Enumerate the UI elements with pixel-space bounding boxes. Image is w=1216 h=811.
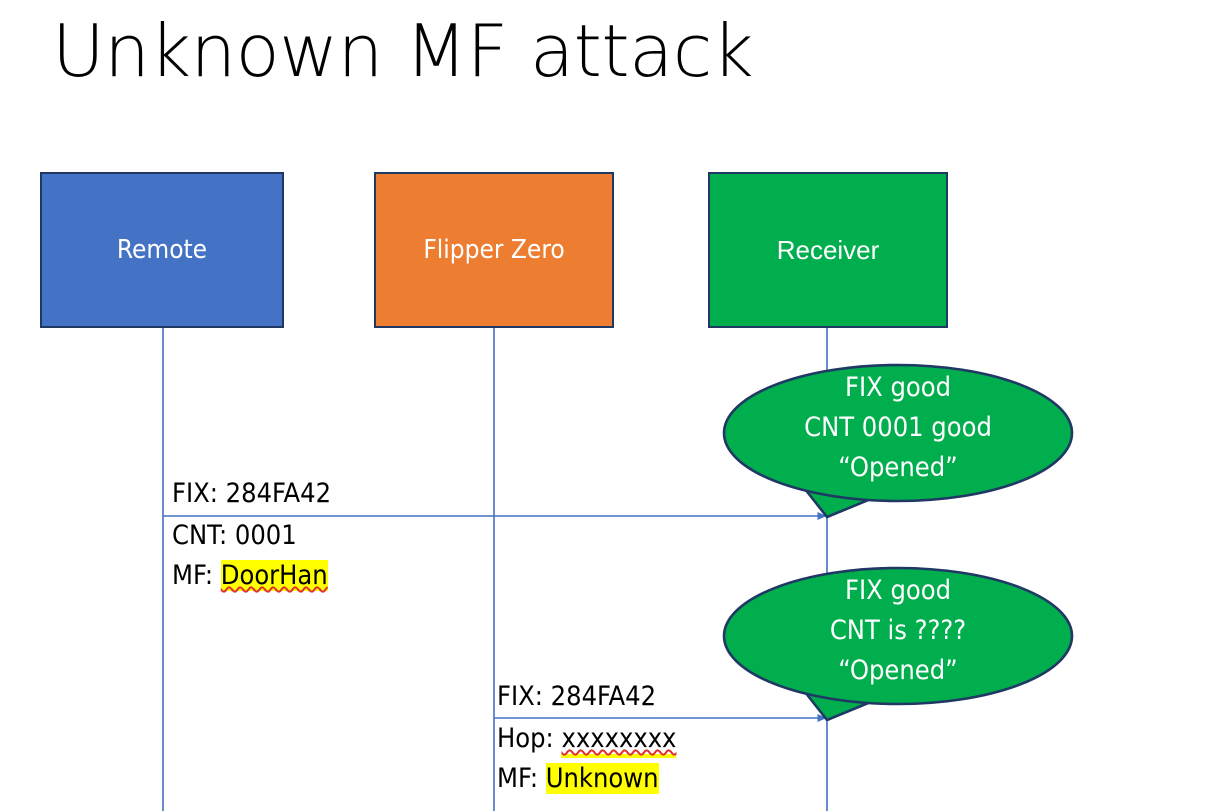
message-1-line-fix: FIX: 284FA42 bbox=[172, 474, 331, 514]
actor-label-receiver: Receiver bbox=[776, 235, 880, 265]
message-2-fix-value: 284FA42 bbox=[550, 681, 657, 712]
speech-bubble-2 bbox=[722, 566, 1074, 722]
message-2-hop-label: Hop: bbox=[497, 723, 562, 754]
actor-box-flipper-zero[interactable]: Flipper Zero bbox=[374, 172, 614, 328]
message-1-fix-label: FIX: bbox=[172, 478, 226, 509]
message-1-line-cnt: CNT: 0001 bbox=[172, 516, 297, 556]
actor-label-remote: Remote bbox=[116, 235, 208, 265]
message-2-hop-value: xxxxxxxx bbox=[561, 723, 677, 758]
speech-bubble-2-body bbox=[722, 566, 1074, 706]
actor-box-receiver[interactable]: Receiver bbox=[708, 172, 948, 328]
message-2-line-mf: MF: Unknown bbox=[497, 759, 659, 799]
actor-box-remote[interactable]: Remote bbox=[40, 172, 284, 328]
message-1-fix-value: 284FA42 bbox=[225, 478, 332, 509]
message-2-fix-label: FIX: bbox=[497, 681, 551, 712]
message-1-mf-value: DoorHan bbox=[220, 560, 328, 591]
message-2-mf-label: MF: bbox=[497, 763, 546, 794]
speech-bubble-1 bbox=[722, 363, 1074, 519]
message-1-mf-label: MF: bbox=[172, 560, 221, 591]
message-1-line-mf: MF: DoorHan bbox=[172, 556, 328, 596]
message-1-cnt-label: CNT: bbox=[172, 520, 235, 551]
message-2-line-fix: FIX: 284FA42 bbox=[497, 677, 656, 717]
actor-label-flipper-zero: Flipper Zero bbox=[423, 235, 565, 265]
speech-bubble-1-body bbox=[722, 363, 1074, 503]
page-title: Unknown MF attack bbox=[52, 9, 754, 93]
message-2-line-hop: Hop: xxxxxxxx bbox=[497, 719, 677, 759]
message-1-cnt-value: 0001 bbox=[234, 520, 297, 551]
message-2-mf-value: Unknown bbox=[545, 763, 659, 794]
